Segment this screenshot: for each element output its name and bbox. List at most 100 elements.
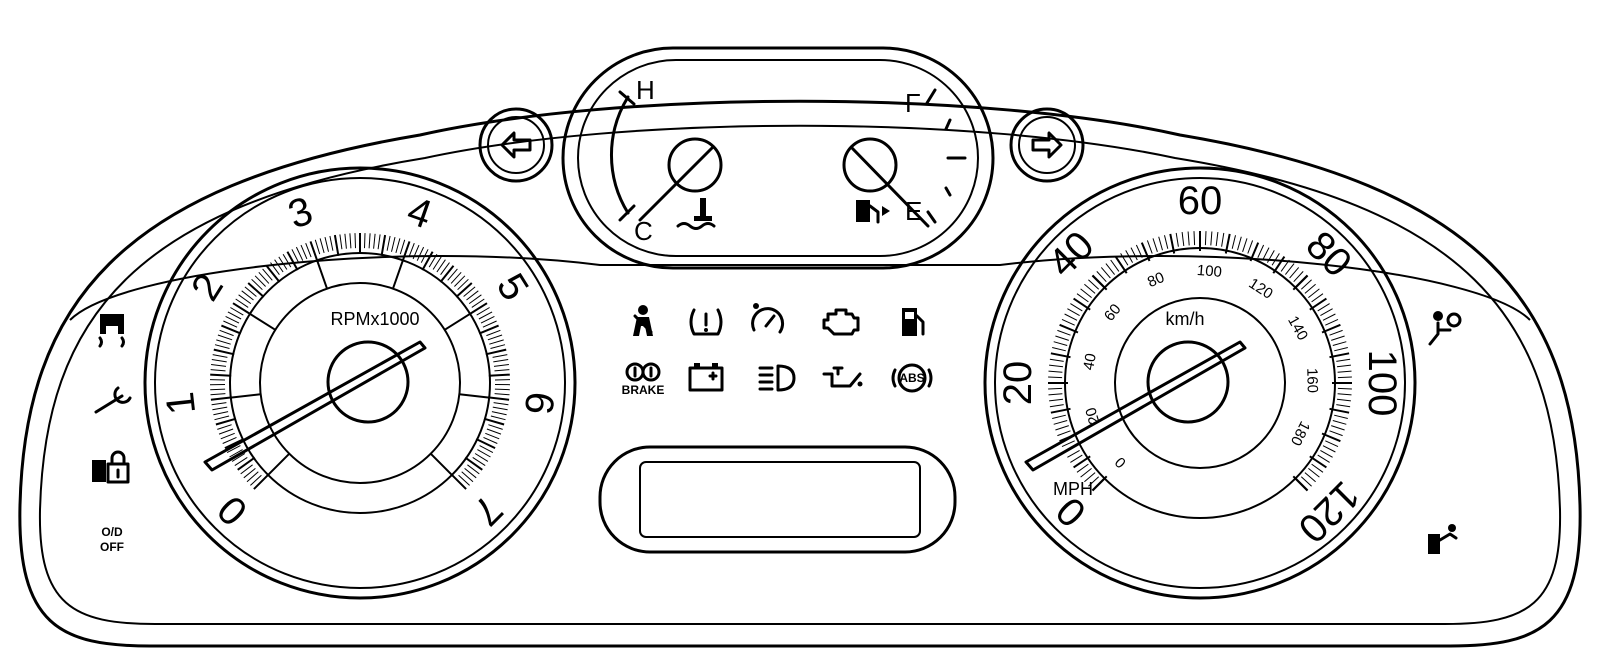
abs-icon: ABS: [891, 363, 933, 393]
brake-label: BRAKE: [622, 383, 665, 397]
minor-tick: [494, 388, 510, 391]
minor-tick: [247, 282, 265, 298]
minor-tick: [494, 369, 510, 372]
minor-tick: [421, 251, 434, 271]
left-arrow-icon: [500, 131, 532, 159]
minor-tick: [1049, 398, 1064, 402]
minor-tick: [457, 278, 469, 291]
minor-tick: [253, 473, 270, 490]
minor-tick: [229, 449, 243, 458]
minor-tick: [218, 428, 234, 435]
airbag-icon: [1428, 311, 1462, 346]
minor-tick: [1336, 404, 1351, 408]
minor-tick: [1317, 454, 1330, 463]
left-turn-signal: [478, 107, 554, 183]
minor-tick: [1080, 468, 1092, 478]
minor-tick: [243, 468, 256, 479]
minor-tick: [354, 233, 356, 249]
minor-tick: [386, 235, 391, 251]
minor-tick: [1329, 430, 1343, 437]
minor-tick: [258, 271, 270, 284]
minor-tick: [1175, 232, 1179, 247]
minor-tick: [1293, 271, 1304, 283]
tach-scale-label: 7: [464, 487, 511, 534]
minor-tick: [1080, 288, 1092, 298]
minor-tick: [494, 393, 510, 396]
minor-tick: [364, 233, 366, 249]
minor-tick: [468, 302, 488, 316]
minor-tick: [1320, 308, 1333, 317]
minor-tick: [1048, 393, 1063, 396]
tach-major-ticks: [230, 259, 490, 476]
minor-tick: [479, 445, 494, 454]
minor-tick: [1329, 329, 1343, 336]
minor-tick: [1336, 364, 1351, 368]
kmh-scale-label: 0: [1112, 453, 1130, 471]
temperature-gauge: H C: [609, 75, 723, 246]
minor-tick: [309, 241, 319, 262]
minor-tick: [1317, 303, 1330, 312]
minor-tick: [219, 329, 234, 337]
minor-tick: [1242, 238, 1248, 252]
minor-tick: [295, 246, 304, 261]
tach-scale-label: 3: [283, 189, 319, 238]
minor-tick: [420, 249, 429, 263]
minor-tick: [1262, 247, 1270, 261]
minor-tick: [1257, 244, 1265, 258]
minor-tick: [1193, 231, 1196, 246]
minor-tick: [458, 474, 470, 486]
minor-tick: [1221, 232, 1225, 247]
battery-icon: [688, 363, 724, 392]
minor-tick: [482, 320, 497, 328]
minor-tick: [226, 445, 241, 454]
minor-tick: [1088, 476, 1100, 487]
minor-tick: [1320, 449, 1333, 458]
minor-tick: [1300, 279, 1312, 290]
traction-control-icon: [98, 314, 125, 348]
minor-tick: [489, 339, 504, 345]
kmh-scale-label: 160: [1303, 368, 1321, 393]
mph-scale-label: 60: [1178, 179, 1223, 223]
minor-tick: [491, 411, 507, 416]
minor-tick: [1053, 341, 1068, 346]
temp-cold-label: C: [634, 216, 653, 246]
major-tick: [249, 312, 276, 331]
minor-tick: [493, 402, 509, 406]
minor-tick: [1125, 250, 1134, 263]
od-off-line2: OFF: [100, 540, 124, 554]
minor-tick: [391, 236, 396, 252]
minor-tick: [1280, 259, 1290, 272]
kmh-scale-label: 60: [1101, 301, 1125, 325]
minor-tick: [238, 294, 252, 305]
minor-tick: [1300, 476, 1312, 487]
minor-tick: [214, 415, 230, 421]
minor-tick: [278, 256, 288, 270]
major-tick: [1294, 274, 1309, 289]
temp-hot-label: H: [636, 75, 655, 105]
minor-tick: [214, 344, 230, 349]
minor-tick: [1076, 293, 1089, 303]
minor-tick: [408, 243, 415, 258]
minor-tick: [477, 449, 491, 458]
minor-tick: [265, 265, 281, 283]
minor-tick: [464, 456, 483, 471]
minor-tick: [1067, 449, 1080, 458]
kmh-scale-label: 140: [1284, 313, 1311, 343]
minor-tick: [1055, 425, 1069, 431]
minor-tick: [490, 415, 506, 421]
minor-tick: [1337, 376, 1352, 379]
major-tick: [429, 452, 453, 476]
minor-tick: [237, 456, 256, 471]
minor-tick: [401, 241, 411, 262]
minor-tick: [476, 307, 490, 316]
mph-scale-label: 100: [1360, 350, 1404, 417]
oil-pressure-icon: [822, 366, 863, 388]
left-indicators: O/D OFF: [92, 314, 132, 554]
fuel-full-label: F: [905, 88, 921, 118]
minor-tick: [300, 244, 308, 260]
minor-tick: [211, 359, 227, 363]
right-arrow-icon: [1031, 131, 1063, 159]
low-fuel-icon: [902, 308, 925, 336]
right-indicators: [1428, 311, 1462, 554]
